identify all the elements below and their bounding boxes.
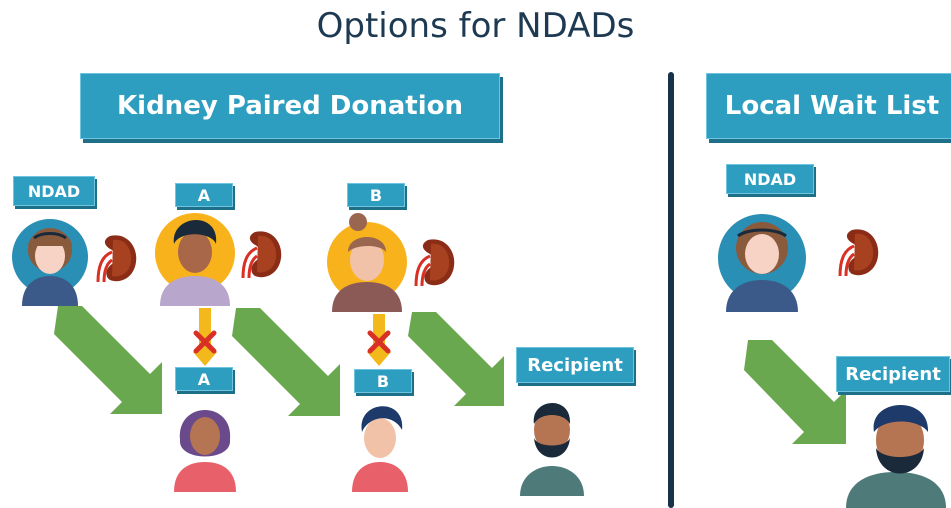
wait-list-kidney-icon — [838, 227, 880, 278]
kpd-recipient-tag-label: Recipient — [527, 354, 623, 376]
ndad-donor-tag-label: NDAD — [27, 181, 81, 201]
donor-b-avatar — [327, 213, 407, 312]
wait-list-ndad-avatar — [718, 214, 806, 312]
recipient-b-tag: B — [354, 369, 412, 393]
recipient-a-tag-label: A — [197, 369, 211, 389]
arrow-ndad-to-recipient-a — [54, 306, 162, 414]
arrow-donor-a-to-recipient-b — [232, 308, 340, 416]
ndad-kidney-icon — [96, 233, 138, 284]
arrow-ndad-to-wait-list-recipient — [744, 340, 846, 444]
panel-divider — [668, 72, 674, 508]
kpd-recipient-avatar — [520, 402, 584, 496]
wait-list-recipient-tag: Recipient — [836, 356, 950, 392]
wait-list-recipient-avatar — [846, 404, 946, 508]
donor-a-tag-label: A — [197, 185, 211, 205]
page-title: Options for NDADs — [316, 6, 635, 46]
kidney-paired-donation-banner: Kidney Paired Donation — [80, 73, 500, 139]
recipient-a-avatar — [174, 410, 236, 492]
donor-a-kidney-icon — [241, 229, 283, 280]
wait-list-ndad-tag: NDAD — [726, 164, 814, 194]
wait-list-recipient-tag-label: Recipient — [845, 363, 941, 385]
blocked-arrow-b — [367, 314, 391, 366]
kidney-paired-donation-label: Kidney Paired Donation — [117, 91, 463, 121]
donor-b-kidney-icon — [414, 237, 456, 288]
blocked-arrow-a — [193, 308, 217, 366]
donor-a-tag: A — [175, 183, 233, 207]
donor-a-avatar — [155, 213, 235, 306]
arrow-donor-b-to-recipient — [408, 312, 504, 406]
kpd-recipient-tag: Recipient — [516, 347, 634, 383]
recipient-b-avatar — [352, 406, 408, 492]
local-wait-list-label: Local Wait List — [724, 91, 940, 121]
ndad-donor-tag: NDAD — [13, 176, 95, 206]
local-wait-list-banner: Local Wait List — [706, 73, 951, 139]
recipient-a-tag: A — [175, 367, 233, 391]
wait-list-ndad-tag-label: NDAD — [743, 169, 797, 189]
donor-b-tag-label: B — [369, 185, 383, 205]
donor-b-tag: B — [347, 183, 405, 207]
ndad-donor-avatar — [12, 219, 88, 306]
recipient-b-tag-label: B — [376, 371, 390, 391]
